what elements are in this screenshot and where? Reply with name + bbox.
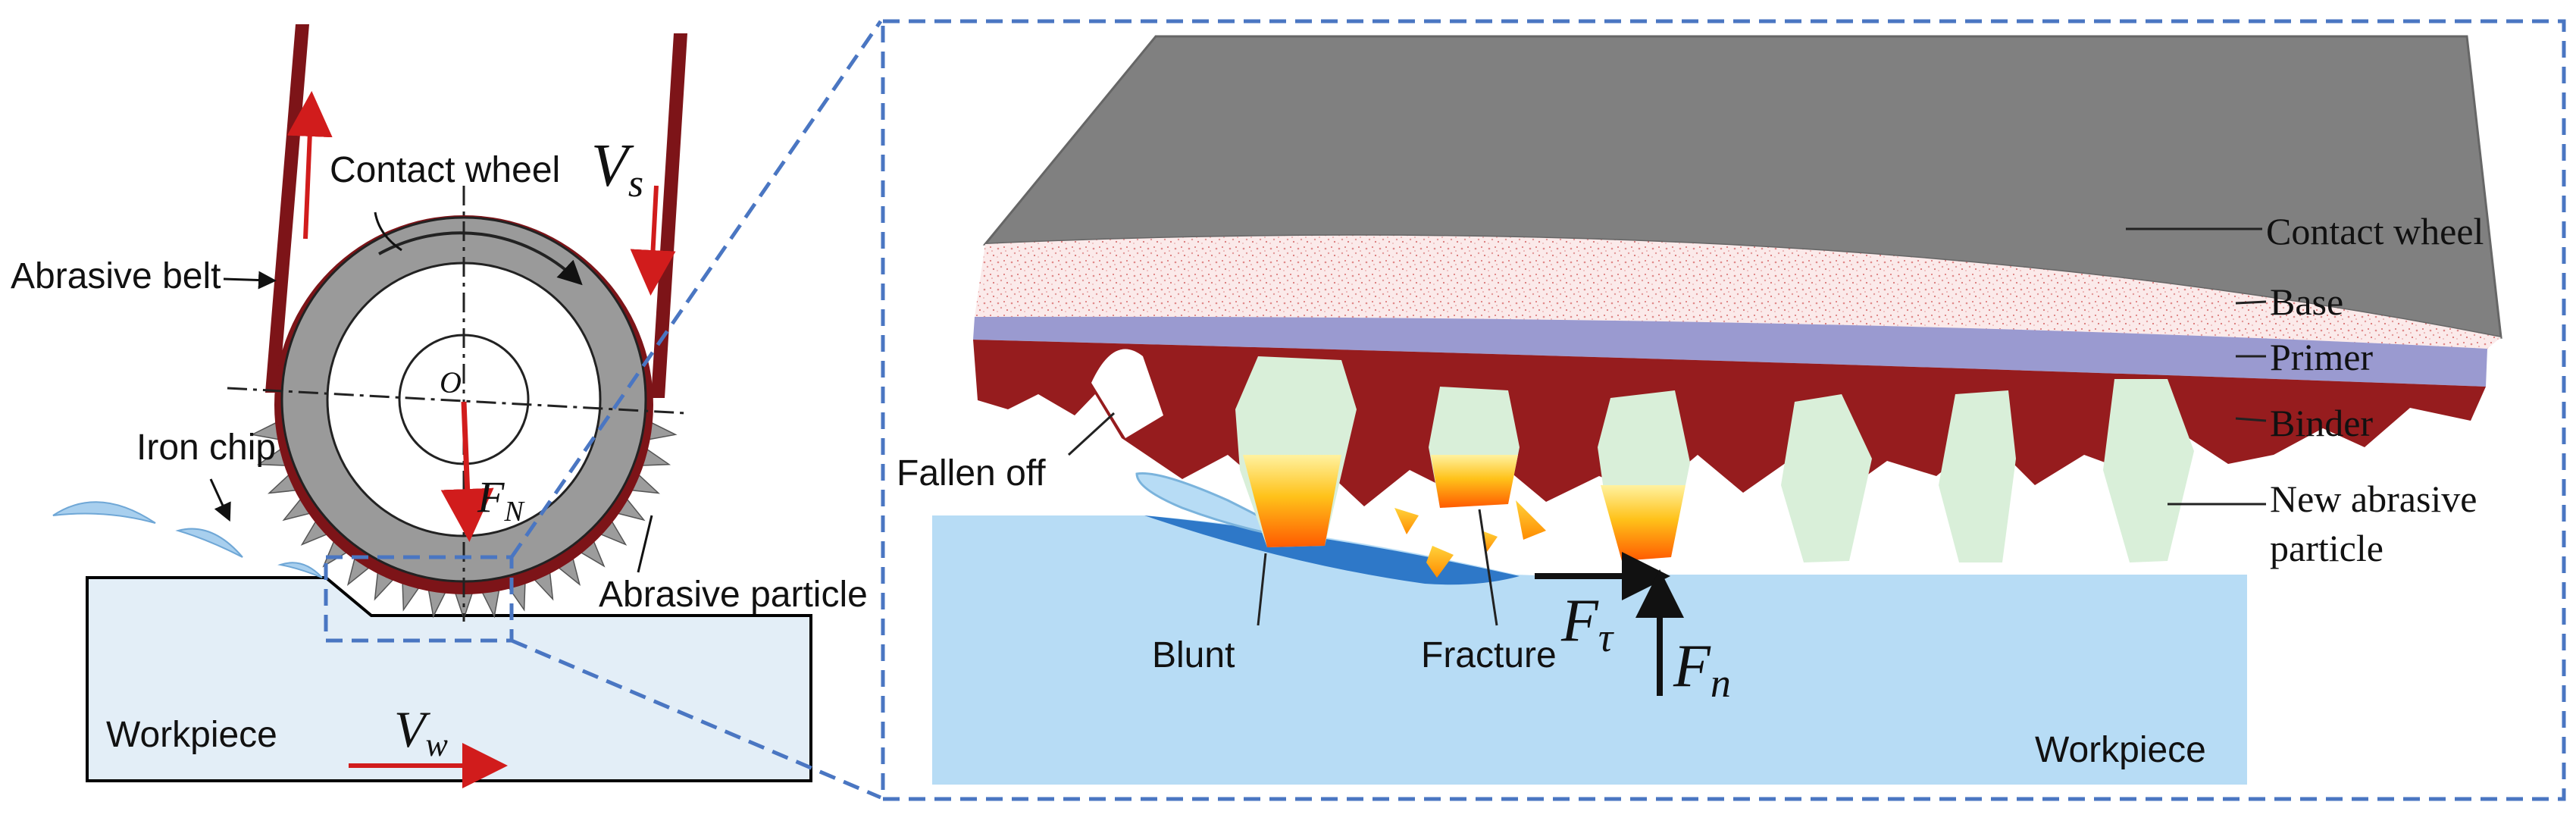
label-vs: Vs [591,133,643,205]
iron-chip-2 [175,528,243,558]
label-workpiece-right: Workpiece [2035,730,2206,770]
base-pointer [2235,300,2267,305]
right-workpiece [932,515,2247,785]
fracture-pointer [1478,509,1498,626]
horizontal-center-line [227,387,687,415]
label-iron-chip: Iron chip [136,428,276,468]
binder-pointer [2235,417,2267,422]
right-primer [973,316,2487,387]
abrasive-particles-ring [250,420,678,621]
belt-down-arrow [630,185,676,296]
label-base: Base [2270,280,2343,323]
right-panel: Contact wheel Base Primer Binder New abr… [881,19,2566,801]
iron-chip-3 [277,562,323,578]
label-blunt: Blunt [1152,635,1235,675]
new-particle-3 [2103,379,2194,562]
right-base [975,235,2501,349]
blunt-tip [1243,455,1341,547]
label-ft: Fτ [1560,587,1614,660]
label-new-abrasive-1: New abrasive [2270,478,2477,520]
label-abrasive-particle: Abrasive particle [599,575,868,615]
label-fallen-off: Fallen off [897,453,1046,493]
abrasive-belt-pointer [223,271,277,290]
label-primer: Primer [2270,336,2373,378]
new-particle-1 [1781,394,1872,562]
contact-wheel-pointer [374,211,402,252]
zoom-detail-box [881,19,2566,801]
fracture-shard-3 [1516,500,1546,540]
normal-force-arrow [440,401,494,542]
active-tip [1601,485,1686,561]
iron-chip-pointer [209,478,231,522]
cut-layer [1144,515,1520,585]
abrasive-particle-pointer [637,515,653,573]
label-fn-left: FN [477,472,525,528]
label-vw: Vw [394,700,449,763]
label-binder: Binder [2270,402,2373,444]
fallen-off-cavity [1091,349,1163,438]
blunt-pointer [1257,553,1267,626]
new-particle-2 [1939,390,2016,562]
label-new-abrasive-2: particle [2270,527,2384,569]
right-binder [973,340,2486,506]
zoom-connector-bottom [511,638,881,800]
fracture-shard-2 [1426,546,1454,578]
label-workpiece-left: Workpiece [106,715,277,755]
zoom-connector-top [509,20,883,559]
fallen-off-pointer [1067,412,1116,456]
label-fn-right: Fn [1673,633,1731,706]
abrasive-belt-right-strip [651,33,687,398]
belt-up-arrow [286,91,333,240]
rotation-arrow [378,231,583,286]
zoom-region-box [324,555,514,643]
left-panel: Abrasive belt Contact wheel Iron chip Ab… [11,24,868,788]
label-contact-wheel-left: Contact wheel [330,150,560,190]
fracture-tip [1431,455,1518,508]
fracture-shard-1 [1394,508,1419,534]
label-center-o: O [440,365,462,399]
label-fracture: Fracture [1421,635,1557,675]
label-abrasive-belt: Abrasive belt [11,256,221,296]
label-contact-wheel-right: Contact wheel [2266,210,2484,252]
iron-chip-1 [52,501,156,524]
